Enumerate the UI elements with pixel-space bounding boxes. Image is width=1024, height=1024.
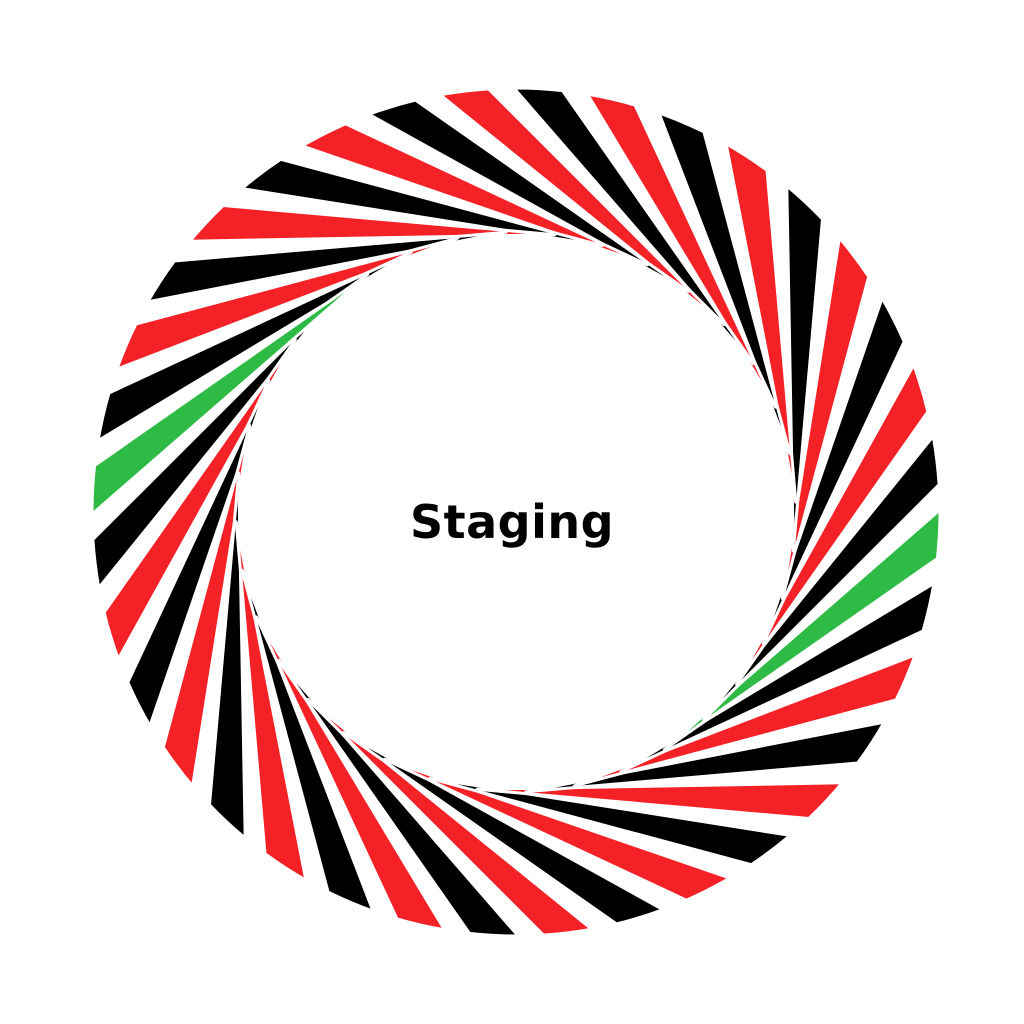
spinner-blade [240, 157, 604, 248]
spinner-blade [188, 204, 557, 243]
spinner-blade [367, 98, 690, 293]
spinner-blade [234, 520, 308, 882]
spinner-blade [735, 363, 930, 686]
spinner-blade [383, 757, 732, 902]
spinner-blade [208, 471, 247, 840]
spinner-blade [300, 122, 649, 267]
spinner-blade [342, 731, 665, 926]
center-label: Staging [409, 495, 615, 549]
spinner-blade [780, 236, 871, 600]
spinner-blade [102, 338, 297, 661]
spinner-blade [146, 230, 508, 304]
spinner-blade [161, 424, 252, 788]
spinner-blade [475, 781, 844, 820]
spinner-blade [90, 273, 370, 516]
spinner-blade [126, 379, 271, 728]
spinner-blade [761, 296, 906, 645]
spinner-blade [428, 776, 792, 867]
spinner-blade [254, 615, 447, 932]
spinner-blade [96, 250, 413, 443]
spinner-blade [785, 184, 824, 553]
